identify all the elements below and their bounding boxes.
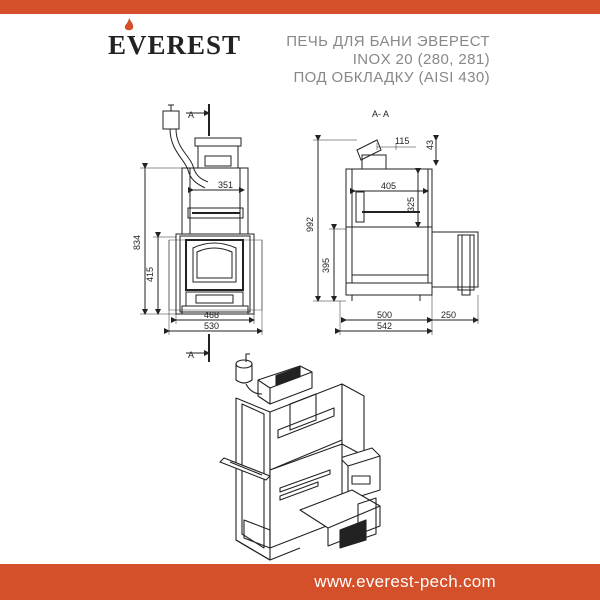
dim-542: 542 <box>377 321 392 331</box>
dim-500: 500 <box>377 310 392 320</box>
side-section-view <box>313 135 479 335</box>
footer-band: www.everest-pech.com <box>0 564 600 600</box>
website-link[interactable]: www.everest-pech.com <box>314 572 496 591</box>
dim-395: 395 <box>321 258 331 273</box>
isometric-view <box>219 353 381 561</box>
title-line-3: ПОД ОБКЛАДКУ (AISI 430) <box>293 69 490 86</box>
section-marker-bottom: A <box>188 350 194 360</box>
dim-834: 834 <box>132 235 142 250</box>
dim-250: 250 <box>441 310 456 320</box>
logo-text: EVEREST <box>108 30 242 60</box>
dim-530: 530 <box>204 321 219 331</box>
dim-468: 468 <box>204 310 219 320</box>
dim-43: 43 <box>425 140 435 150</box>
dim-325: 325 <box>406 197 416 212</box>
document-title: ПЕЧЬ ДЛЯ БАНИ ЭВЕРЕСТ INOX 20 (280, 281)… <box>286 33 490 87</box>
front-view <box>140 104 263 362</box>
top-accent-band <box>0 0 600 14</box>
dim-351: 351 <box>218 180 233 190</box>
section-label: A- A <box>372 109 389 119</box>
flame-icon <box>124 18 134 31</box>
dim-992: 992 <box>305 217 315 232</box>
title-line-1: ПЕЧЬ ДЛЯ БАНИ ЭВЕРЕСТ <box>286 33 490 50</box>
title-line-2: INOX 20 (280, 281) <box>352 51 490 68</box>
dim-405: 405 <box>381 181 396 191</box>
dim-415: 415 <box>145 267 155 282</box>
section-marker-top: A <box>188 110 194 120</box>
brand-logo: EVEREST <box>108 18 242 61</box>
dim-115: 115 <box>395 136 409 146</box>
